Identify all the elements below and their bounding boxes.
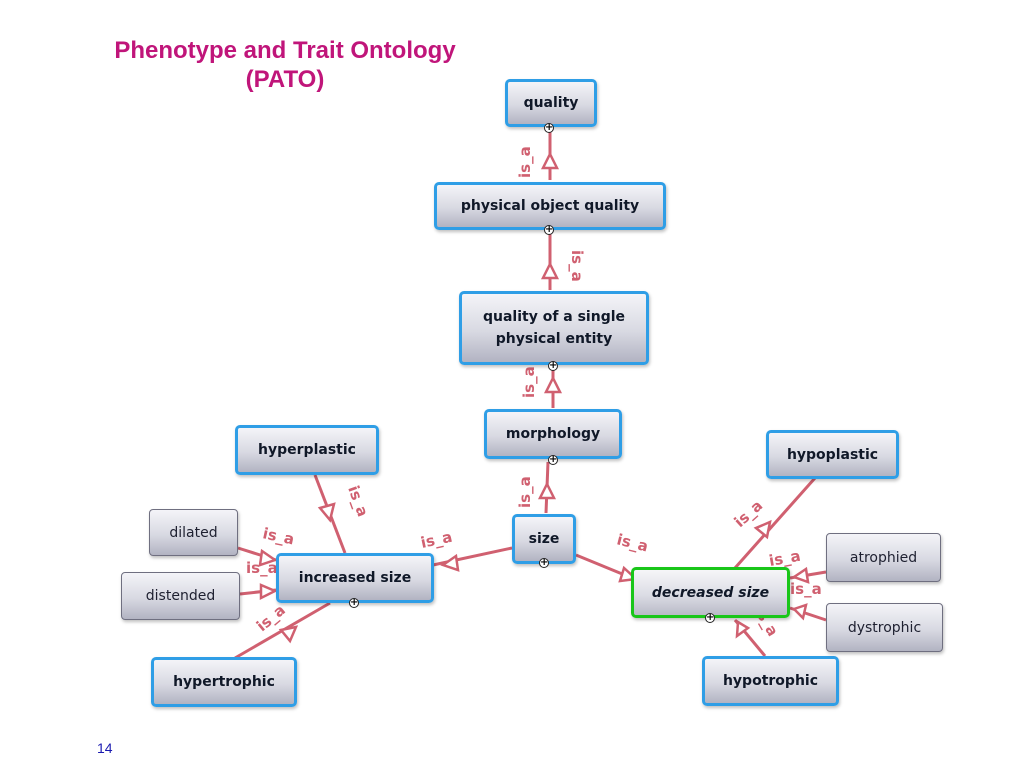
arrowhead — [753, 519, 772, 540]
node-increased-size[interactable]: increased size — [276, 553, 434, 603]
expand-icon[interactable]: + — [539, 557, 549, 568]
node-hypoplastic[interactable]: hypoplastic — [766, 430, 899, 479]
node-label: atrophied — [849, 549, 918, 566]
node-quality-single-physical-entity[interactable]: quality of a single physical entity — [459, 291, 649, 365]
title-line-2: (PATO) — [245, 66, 325, 93]
node-label: morphology — [505, 426, 601, 442]
node-label-line-1: quality of a single — [482, 309, 626, 325]
arrowhead — [735, 619, 751, 639]
node-label-line-2: physical entity — [495, 331, 613, 347]
node-label: distended — [145, 588, 216, 604]
expand-icon[interactable]: + — [544, 224, 554, 235]
expand-icon[interactable]: + — [705, 612, 715, 623]
node-label: hypoplastic — [786, 446, 879, 463]
arrowhead — [278, 625, 299, 644]
edge-label: is_a — [516, 476, 534, 508]
node-label: physical object quality — [460, 198, 640, 214]
expand-icon[interactable]: + — [544, 122, 554, 133]
edge-label: is_a — [261, 524, 296, 548]
node-label: quality — [523, 95, 579, 111]
node-atrophied[interactable]: atrophied — [826, 533, 941, 582]
arrowhead — [537, 481, 557, 500]
arrowhead — [258, 548, 278, 567]
edge-label: is_a — [516, 146, 534, 178]
edge-hypoplastic-to-decreased-size — [733, 477, 817, 569]
edge-label: is_a — [246, 559, 278, 577]
edge-label: is_a — [344, 483, 372, 519]
node-dilated[interactable]: dilated — [149, 509, 238, 556]
title-line-1: Phenotype and Trait Ontology — [114, 37, 456, 64]
node-decreased-size[interactable]: decreased size — [631, 567, 790, 618]
arrowhead — [317, 502, 336, 523]
arrowhead — [543, 375, 563, 394]
edge-label: is_a — [768, 547, 802, 570]
arrowhead — [791, 603, 808, 621]
node-label: hyperplastic — [258, 442, 356, 458]
node-label: increased size — [298, 570, 412, 586]
node-label: dilated — [169, 524, 218, 541]
node-physical-object-quality[interactable]: physical object quality — [434, 182, 666, 230]
node-hypertrophic[interactable]: hypertrophic — [151, 657, 297, 707]
expand-icon[interactable]: + — [349, 597, 359, 608]
arrowhead — [259, 583, 278, 601]
arrowhead — [440, 553, 460, 572]
node-morphology[interactable]: morphology — [484, 409, 622, 459]
node-label: hypotrophic — [722, 673, 819, 689]
node-label: size — [528, 531, 560, 547]
node-distended[interactable]: distended — [121, 572, 240, 620]
expand-icon[interactable]: + — [548, 454, 558, 465]
node-label: decreased size — [651, 584, 770, 601]
arrowhead — [791, 566, 810, 584]
edge-label: is_a — [790, 580, 822, 598]
page-number: 14 — [97, 740, 113, 756]
node-hypotrophic[interactable]: hypotrophic — [702, 656, 839, 706]
arrowhead — [540, 151, 560, 170]
node-label: dystrophic — [847, 619, 922, 636]
node-size[interactable]: size — [512, 514, 576, 564]
node-dystrophic[interactable]: dystrophic — [826, 603, 943, 652]
edge-label: is_a — [568, 250, 586, 282]
slide-title: Phenotype and Trait Ontology (PATO) — [60, 36, 510, 94]
node-hyperplastic[interactable]: hyperplastic — [235, 425, 379, 475]
node-quality[interactable]: quality — [505, 79, 597, 127]
edge-label: is_a — [520, 366, 538, 398]
edge-label: is_a — [419, 528, 454, 552]
node-label: hypertrophic — [173, 674, 275, 690]
edge-label: is_a — [615, 530, 650, 555]
arrowhead — [540, 261, 560, 280]
expand-icon[interactable]: + — [548, 360, 558, 371]
